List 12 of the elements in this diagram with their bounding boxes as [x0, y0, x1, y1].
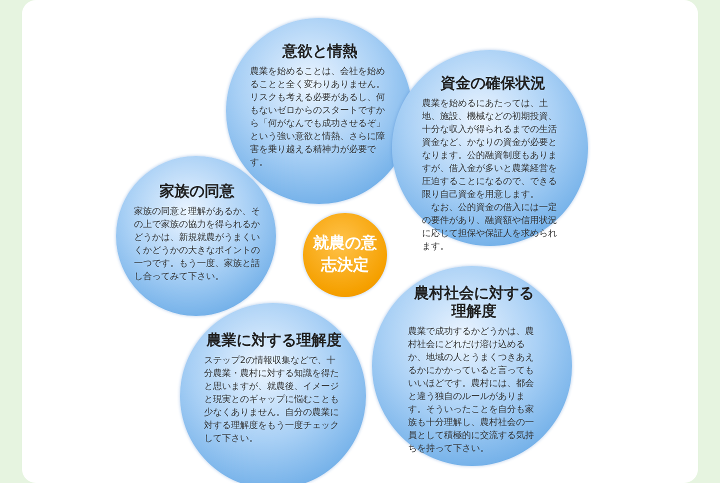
- center-label: 就農の意志決定: [312, 232, 378, 276]
- circle-text: 家族の同意と理解があるか、その上で家族の協力を得られるかどうかは、新規就農がうまくいくかどうかの大きなポイントの一つです。もう一度、家族と話し合ってみて下さい。: [134, 206, 260, 284]
- circle-heading: 意欲と情熱: [281, 42, 358, 60]
- circle-heading: 農村社会に対する理解度: [413, 284, 535, 320]
- circle-heading: 資金の確保状況: [440, 74, 546, 92]
- circle-heading: 家族の同意: [158, 182, 236, 200]
- circle-text: 農業を始めるにあたっては、土地、施設、機械などの初期投資、十分な収入が得られるまでの生活資金など、かなりの資金が必要となります。公的融資制度もありますが、借入金が多いと農業経営を圧迫することになるので、できる限り自己資金を用意します。: [422, 98, 558, 202]
- circle-heading: 農業に対する理解度: [206, 331, 342, 349]
- circle-text: ステップ2の情報収集などで、十分農業・農村に対する知識を得たと思いますが、就農後、イメージと現実とのギャップに悩むことも少なくありません。自分の農業に対する理解度をもう一度チェックして下さい。: [204, 355, 340, 446]
- circle-text: 農業を始めることは、会社を始めることと全く変わりありません。リスクも考える必要があるし、何もないゼロからのスタートですから「何がなんでも成功させるぞ」という強い意欲と情熱、さらに障害を乗り越える精神力が必要です。: [250, 66, 386, 170]
- circle-text: 農業で成功するかどうかは、農村社会にどれだけ溶け込めるか、地域の人とうまくつきあえるかにかかっていると言ってもいいほどです。農村には、都会と違う独自のルールがあります。そういったことを自分も家族も十分理解し、農村社会の一員として積極的に交流する気持ちを持って下さい。: [408, 326, 535, 456]
- circle-text: なお、公的資金の借入には一定の要件があり、融資額や信用状況に応じて担保や保証人を求められます。: [422, 202, 558, 254]
